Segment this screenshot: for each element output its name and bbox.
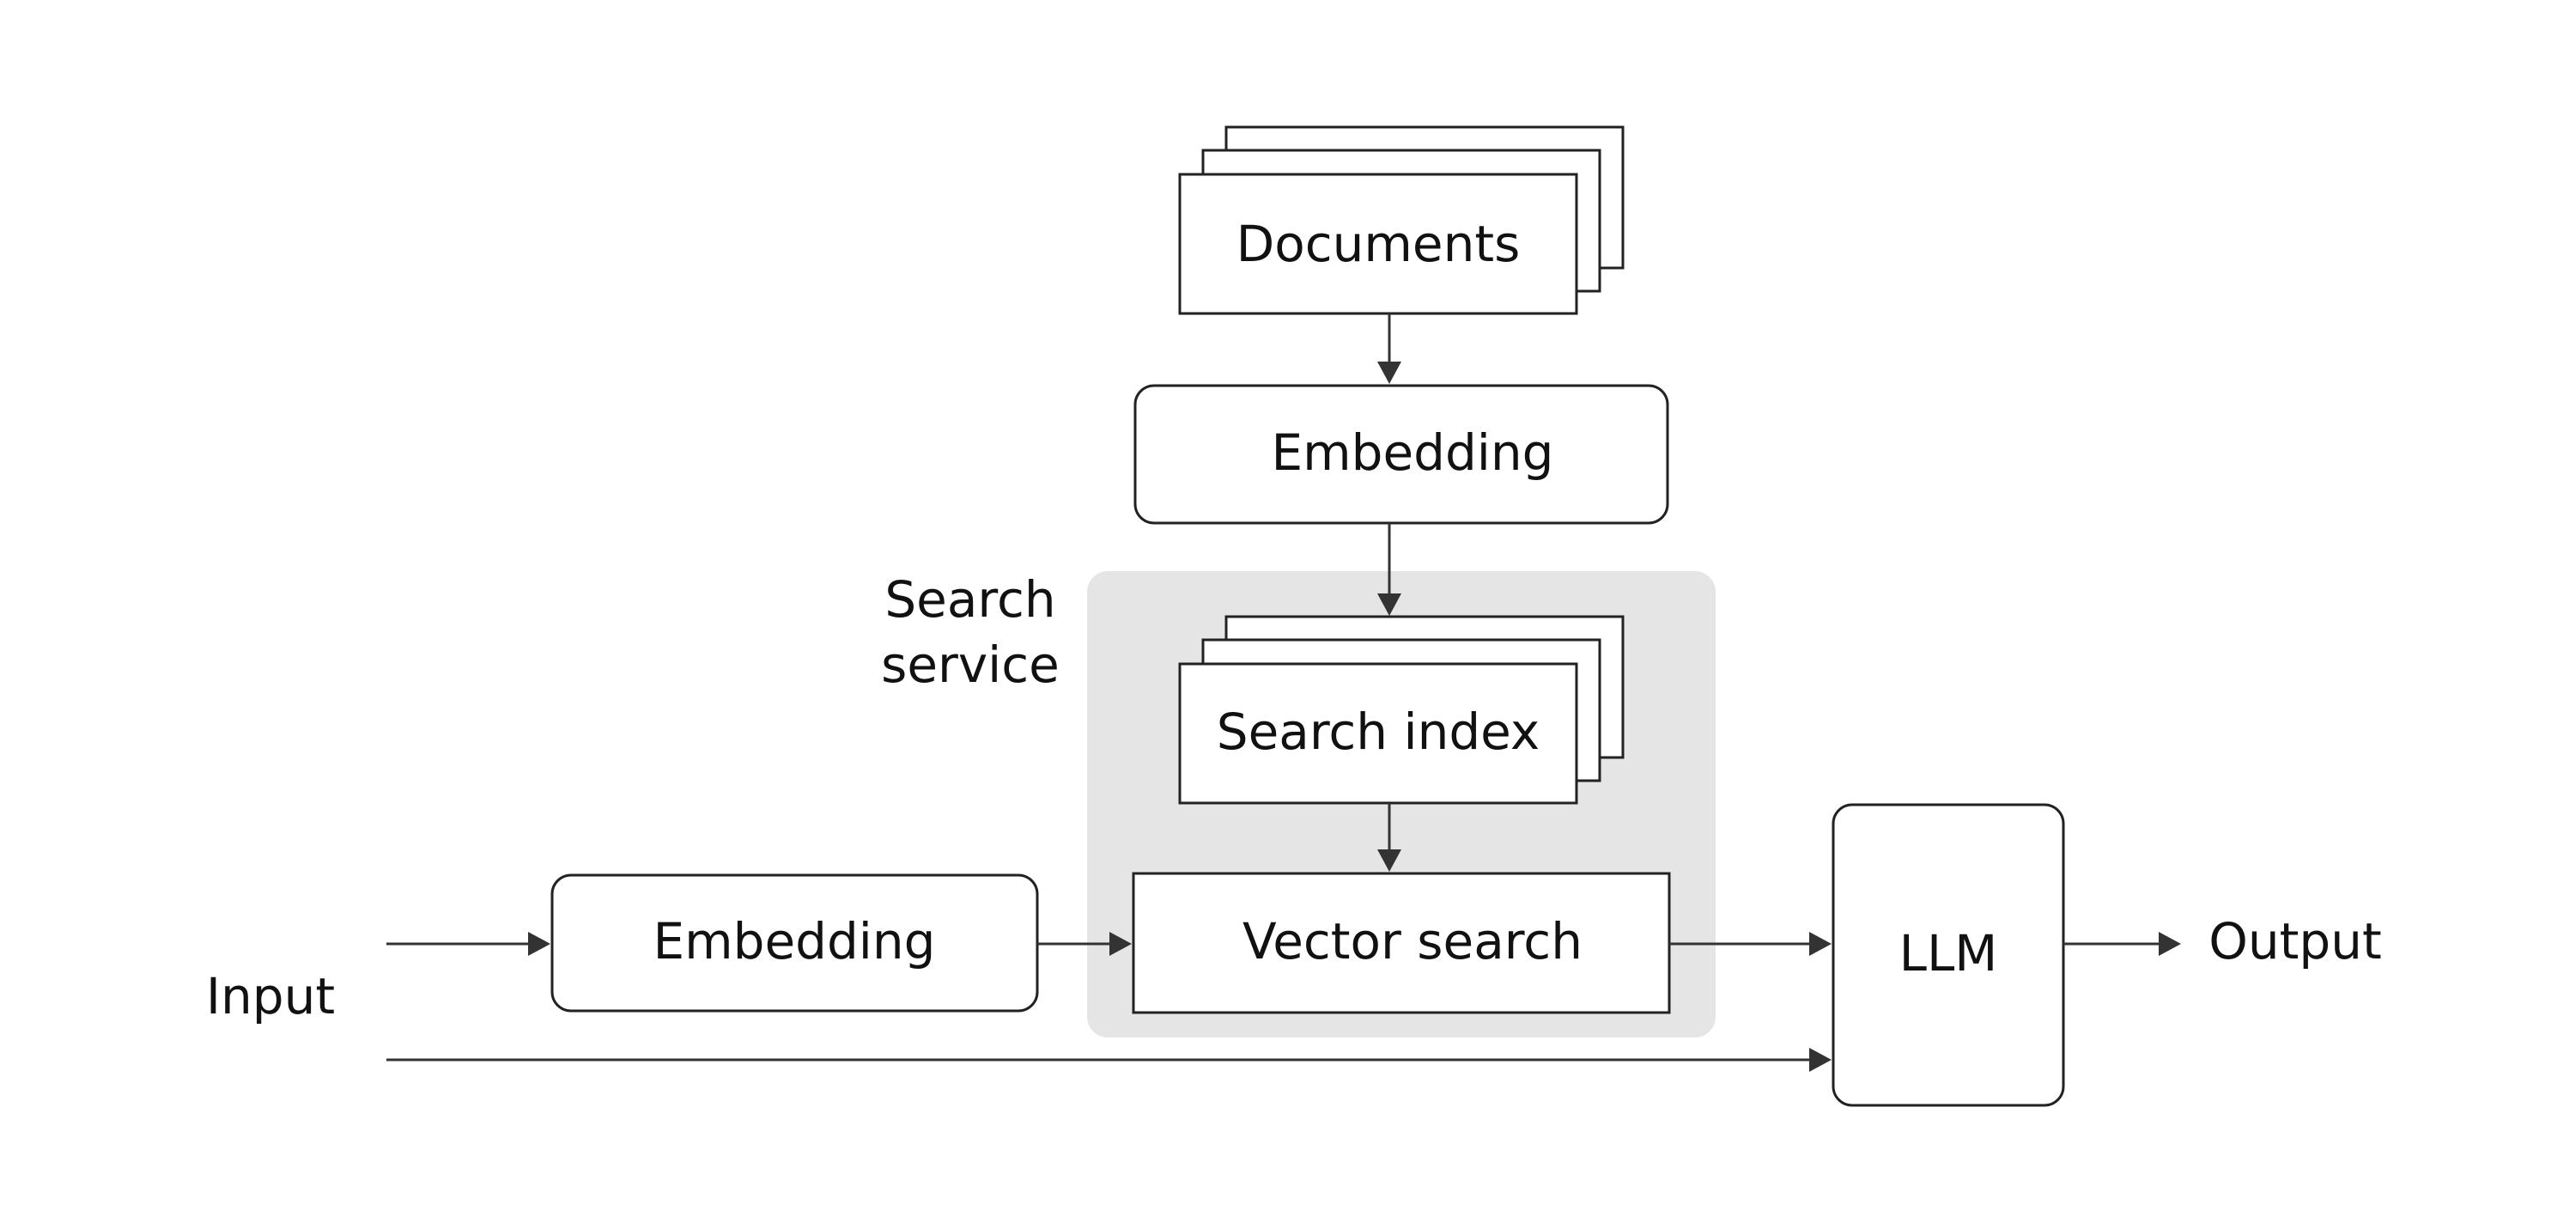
- search-service-label-line1: Search: [884, 570, 1055, 629]
- search-index-stack-front: [1178, 662, 1578, 805]
- vector-search-box: [1132, 872, 1671, 1014]
- edge-embedding-to-vector-search: [1037, 932, 1132, 956]
- embedding-input-label: Embedding: [653, 912, 936, 970]
- documents-stack-front: [1178, 173, 1578, 315]
- edge-input-to-llm: [386, 1048, 1832, 1072]
- search-index-node: Search index: [1178, 615, 1625, 805]
- edge-llm-to-output: [2063, 932, 2181, 956]
- search-index-label: Search index: [1217, 703, 1540, 761]
- search-service-label-line2: service: [881, 636, 1060, 694]
- edge-search-index-to-vector-search: [1377, 803, 1401, 872]
- embedding-top-node: Embedding: [1133, 384, 1669, 525]
- llm-box: [1832, 803, 2065, 1107]
- documents-label: Documents: [1236, 215, 1521, 273]
- vector-search-node: Vector search: [1132, 872, 1671, 1014]
- vector-search-label: Vector search: [1242, 912, 1583, 970]
- llm-node: LLM: [1832, 803, 2065, 1107]
- embedding-top-label: Embedding: [1272, 423, 1554, 482]
- embedding-input-node: Embedding: [550, 873, 1039, 1013]
- edge-embedding-to-search-index: [1377, 523, 1401, 616]
- embedding-top-box: [1133, 384, 1669, 525]
- edge-vector-search-to-llm: [1669, 932, 1832, 956]
- llm-label: LLM: [1899, 924, 1998, 983]
- edge-documents-to-embedding: [1377, 313, 1401, 384]
- documents-node: Documents: [1178, 125, 1625, 315]
- output-label: Output: [2208, 912, 2381, 970]
- edge-input-to-embedding: [386, 932, 550, 956]
- input-label: Input: [206, 967, 335, 1025]
